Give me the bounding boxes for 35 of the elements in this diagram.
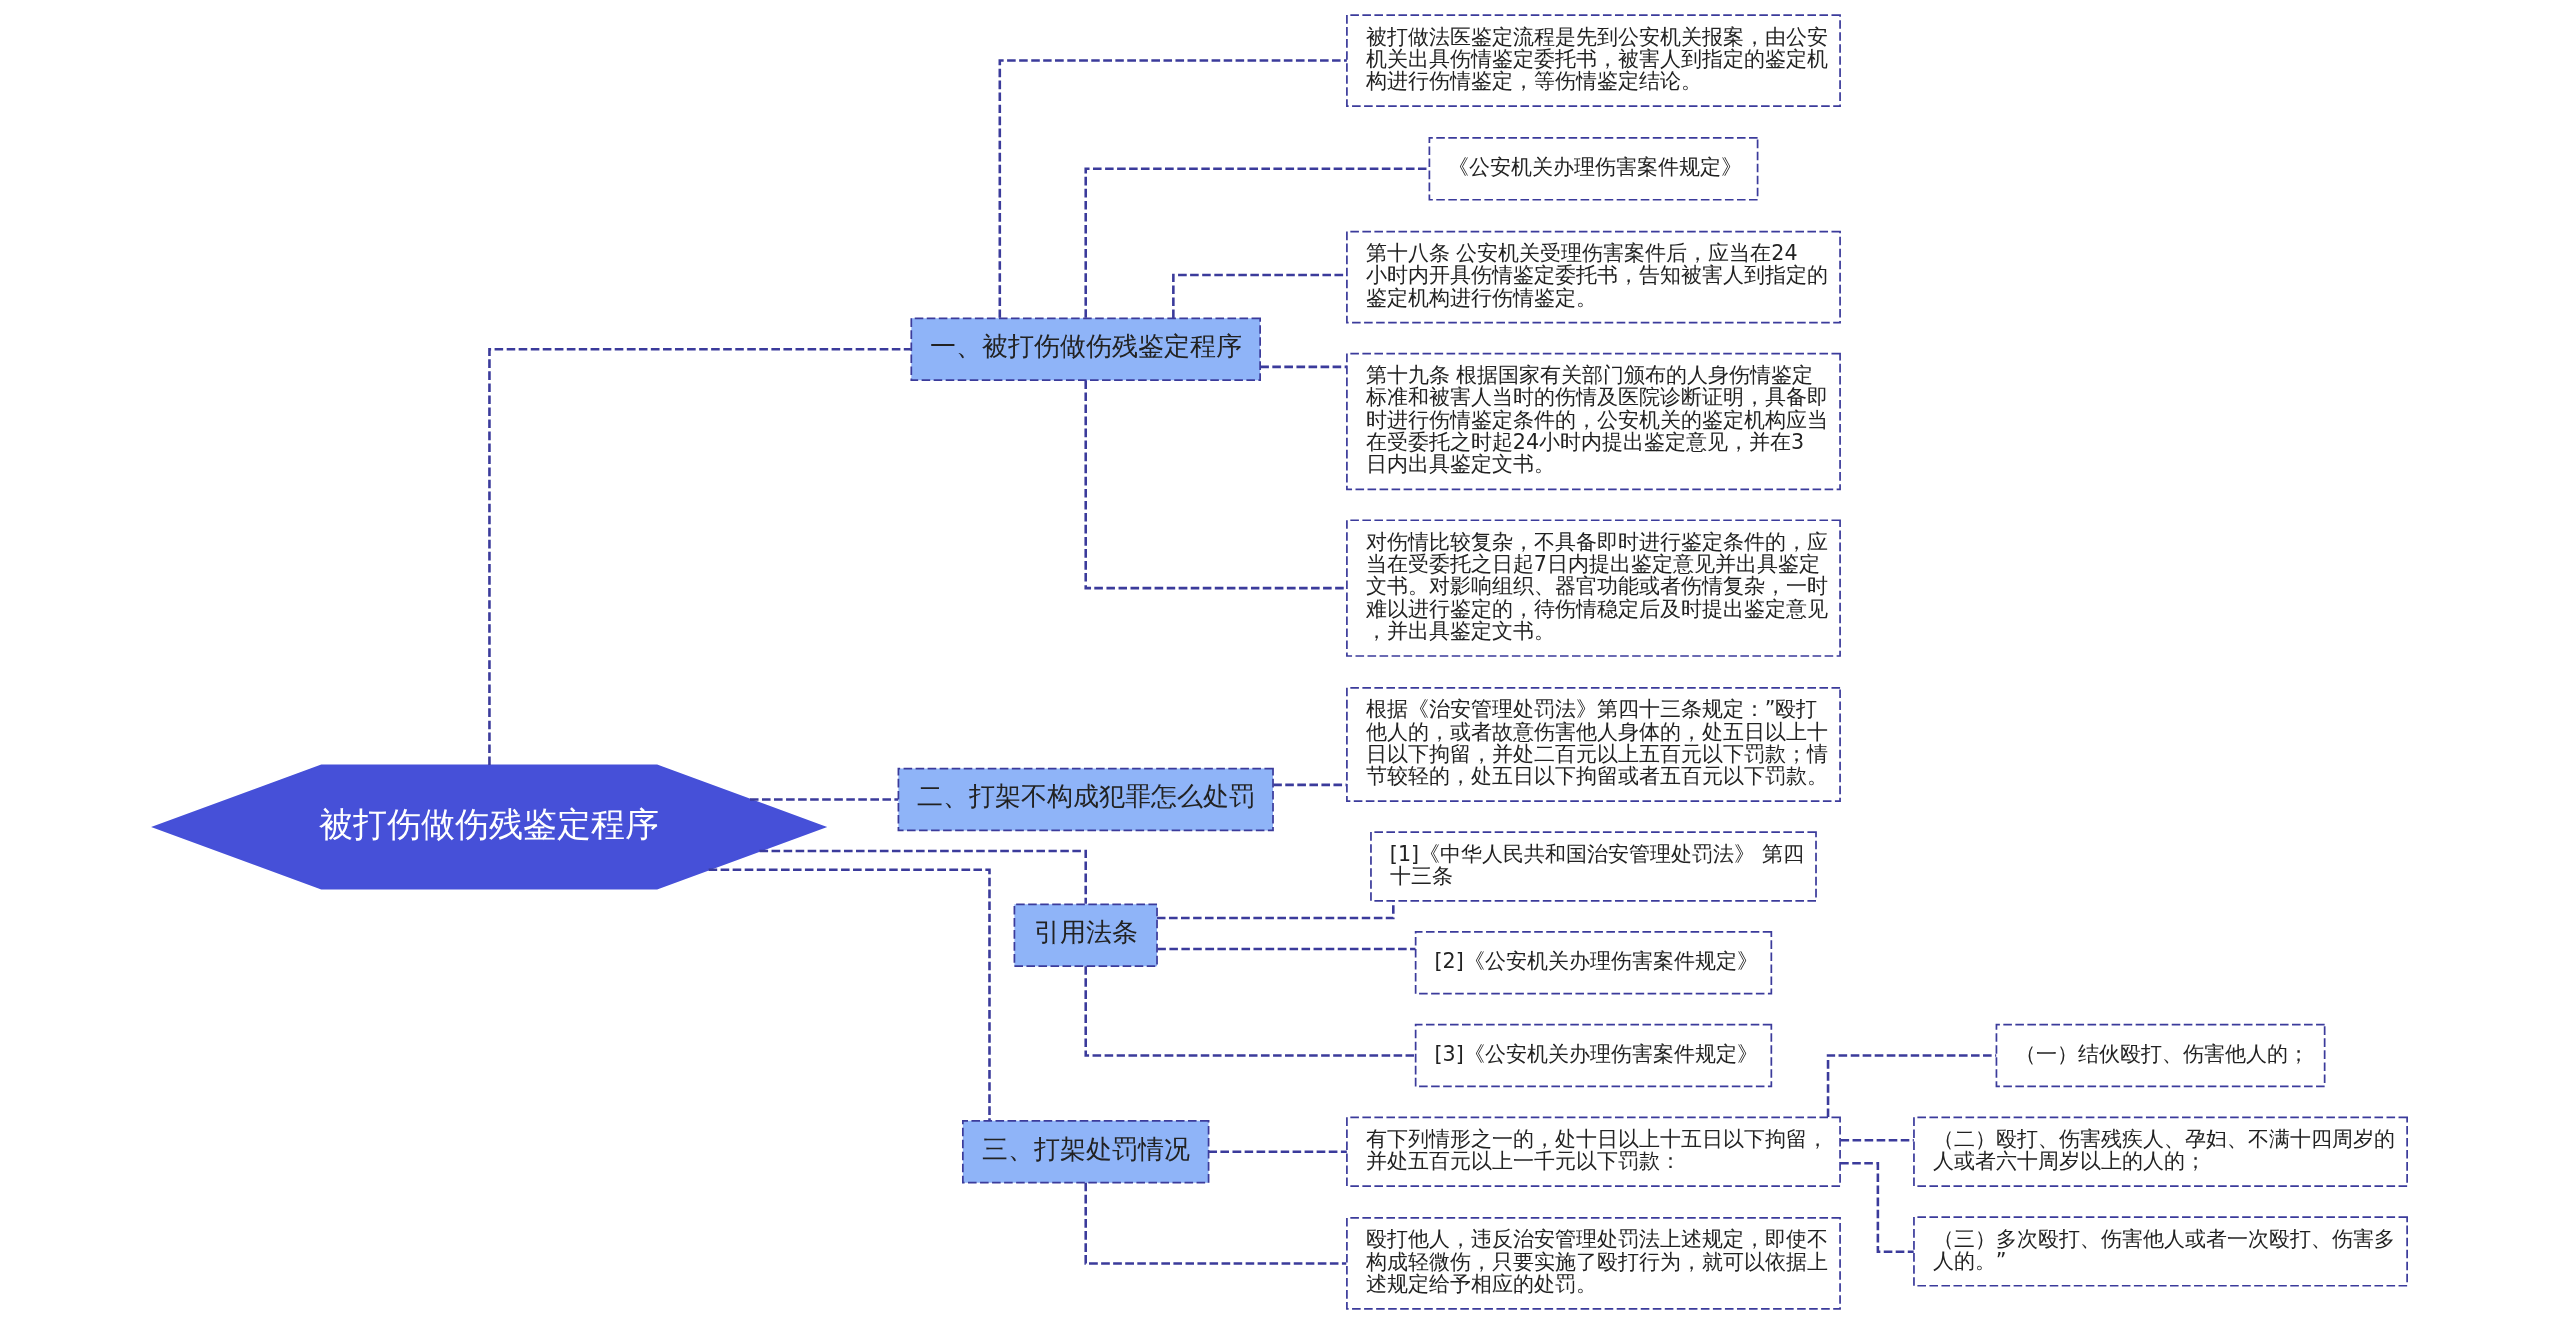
- node-box: 引用法条: [1013, 903, 1158, 967]
- node-box: 第十九条 根据国家有关部门颁布的人身伤情鉴定标准和被害人当时的伤情及医院诊断证明，具备即时进行伤情鉴定条件的，公安机关的鉴定机构应当在受委托之时起24小时内提出鉴定意见，并在3日内出具鉴定文书。: [1345, 352, 1841, 491]
- node-box: 对伤情比较复杂，不具备即时进行鉴定条件的，应当在受委托之日起7日内提出鉴定意见并出具鉴定文书。对影响组织、器官功能或者伤情复杂，一时难以进行鉴定的，待伤情稳定后及时提出鉴定意见，并出具鉴定文书。: [1345, 519, 1841, 657]
- connector: [749, 798, 898, 801]
- connector: [1083, 380, 1346, 590]
- connector: [759, 849, 1087, 904]
- connector: [708, 868, 991, 1121]
- connector: [1083, 966, 1415, 1057]
- connector: [1826, 1054, 1996, 1117]
- node-box: （三）多次殴打、伤害他人或者一次殴打、伤害多人的。”: [1912, 1216, 2408, 1287]
- node-box: 《公安机关办理伤害案件规定》: [1428, 137, 1758, 201]
- node-box: 第十八条 公安机关受理伤害案件后，应当在24小时内开具伤情鉴定委托书，告知被害人到指定的鉴定机构进行伤情鉴定。: [1345, 230, 1841, 324]
- connector: [1208, 1150, 1347, 1153]
- node-box: （二）殴打、伤害残疾人、孕妇、不满十四周岁的人或者六十周岁以上的人的；: [1912, 1116, 2408, 1187]
- node-box: [3]《公安机关办理伤害案件规定》: [1414, 1023, 1772, 1088]
- connector: [1259, 365, 1347, 369]
- node-box: 二、打架不构成犯罪怎么处罚: [897, 767, 1274, 832]
- node-box: [2]《公安机关办理伤害案件规定》: [1414, 930, 1772, 995]
- connector: [487, 347, 911, 765]
- connector: [1272, 783, 1347, 787]
- node-box: 有下列情形之一的，处十日以上十五日以下拘留，并处五百元以上一千元以下罚款：: [1345, 1116, 1841, 1187]
- node-box: 殴打他人，违反治安管理处罚法上述规定，即使不构成轻微伤，只要实施了殴打行为，就可以依据上述规定给予相应的处罚。: [1345, 1217, 1841, 1310]
- connector: [1840, 1139, 1914, 1142]
- node-box: [1]《中华人民共和国治安管理处罚法》 第四十三条: [1369, 831, 1817, 902]
- connector: [1839, 1161, 1914, 1254]
- connector: [998, 59, 1347, 318]
- node-box: 被打做法医鉴定流程是先到公安机关报案，由公安机关出具伤情鉴定委托书，被害人到指定的鉴定机构进行伤情鉴定，等伤情鉴定结论。: [1345, 14, 1841, 107]
- node-box: （一）结伙殴打、伤害他人的；: [1995, 1023, 2325, 1088]
- connector: [1156, 947, 1415, 951]
- node-box: 一、被打伤做伤残鉴定程序: [909, 317, 1261, 382]
- connector: [1083, 1182, 1346, 1265]
- node-box: 根据《治安管理处罚法》第四十三条规定：”殴打他人的，或者故意伤害他人身体的，处五日以上十日以下拘留，并处二百元以上五百元以下罚款；情节较轻的，处五日以下拘留或者五百元以下罚款。: [1345, 686, 1841, 803]
- connector: [1156, 901, 1395, 920]
- node-box: 三、打架处罚情况: [961, 1119, 1209, 1184]
- connector: [1083, 167, 1429, 318]
